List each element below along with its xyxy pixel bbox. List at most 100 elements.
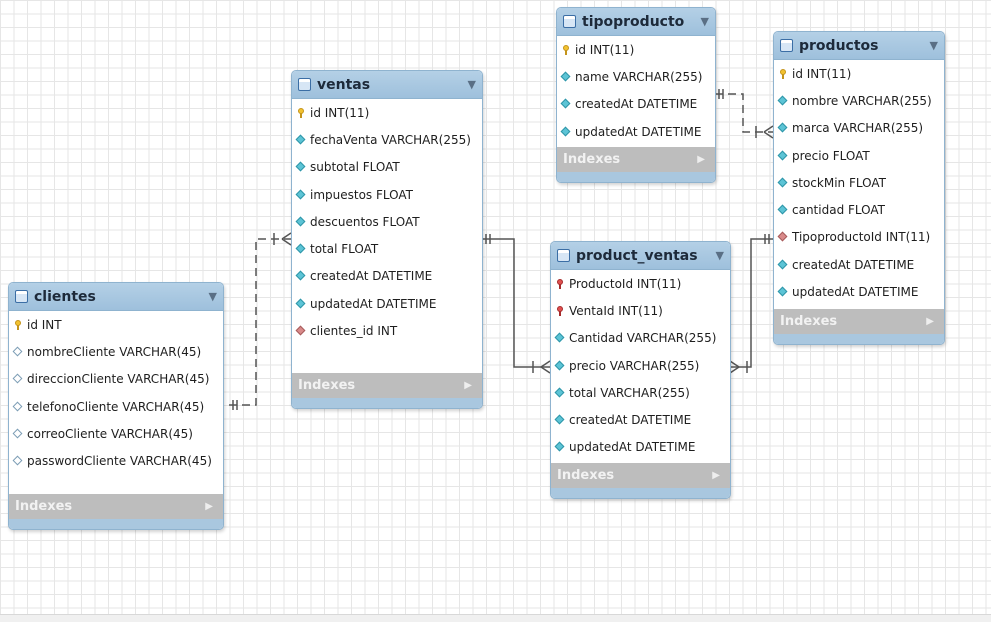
table-header-product-ventas[interactable]: product_ventas ▼ (551, 242, 730, 270)
column-label: id INT (27, 317, 62, 332)
table-name: ventas (317, 76, 371, 93)
indexes-section: Indexes ▶ (551, 463, 730, 498)
column-row[interactable]: id INT(11) (557, 36, 715, 63)
table-clientes[interactable]: clientes ▼ id INT nombreCliente VARCHAR(… (8, 282, 224, 530)
not-null-column-icon (561, 99, 571, 109)
not-null-column-icon (778, 205, 788, 215)
column-row[interactable]: total VARCHAR(255) (551, 379, 730, 406)
primary-key-icon (561, 44, 571, 55)
not-null-column-icon (296, 135, 306, 145)
canvas-bottom-edge (0, 614, 991, 622)
column-row[interactable]: marca VARCHAR(255) (774, 115, 944, 142)
not-null-column-icon (778, 151, 788, 161)
not-null-column-icon (296, 190, 306, 200)
column-row[interactable]: VentaId INT(11) (551, 297, 730, 324)
column-label: createdAt DATETIME (792, 257, 915, 272)
not-null-column-icon (555, 361, 565, 371)
column-row[interactable]: cantidad FLOAT (774, 196, 944, 223)
column-row[interactable]: createdAt DATETIME (557, 91, 715, 118)
indexes-label: Indexes (298, 378, 356, 393)
column-label: correoCliente VARCHAR(45) (27, 426, 193, 441)
not-null-column-icon (778, 178, 788, 188)
nullable-column-icon (13, 429, 23, 439)
column-row[interactable]: TipoproductoId INT(11) (774, 224, 944, 251)
column-row[interactable]: nombreCliente VARCHAR(45) (9, 338, 223, 365)
not-null-column-icon (561, 72, 571, 82)
table-header-productos[interactable]: productos ▼ (774, 32, 944, 60)
table-productos[interactable]: productos ▼ id INT(11) nombre VARCHAR(25… (773, 31, 945, 345)
nullable-column-icon (13, 374, 23, 384)
column-row[interactable]: correoCliente VARCHAR(45) (9, 420, 223, 447)
expand-arrow-icon: ▶ (464, 380, 472, 391)
column-label: stockMin FLOAT (792, 175, 886, 190)
column-row[interactable]: id INT(11) (292, 99, 482, 126)
column-row[interactable]: id INT(11) (774, 60, 944, 87)
not-null-column-icon (778, 123, 788, 133)
column-label: updatedAt DATETIME (575, 124, 702, 139)
column-label: precio VARCHAR(255) (569, 358, 700, 373)
not-null-column-icon (296, 299, 306, 309)
indexes-toggle[interactable]: Indexes ▶ (292, 373, 482, 398)
column-label: total VARCHAR(255) (569, 385, 690, 400)
collapse-arrow-icon[interactable]: ▼ (208, 290, 217, 303)
column-row[interactable]: fechaVenta VARCHAR(255) (292, 126, 482, 153)
column-label: ProductoId INT(11) (569, 276, 682, 291)
column-row[interactable]: stockMin FLOAT (774, 169, 944, 196)
column-label: impuestos FLOAT (310, 187, 413, 202)
column-row[interactable]: updatedAt DATETIME (551, 434, 730, 461)
indexes-toggle[interactable]: Indexes ▶ (774, 309, 944, 334)
table-header-clientes[interactable]: clientes ▼ (9, 283, 223, 311)
indexes-toggle[interactable]: Indexes ▶ (551, 463, 730, 488)
collapse-arrow-icon[interactable]: ▼ (715, 249, 724, 262)
column-row[interactable]: passwordCliente VARCHAR(45) (9, 447, 223, 474)
column-row[interactable]: updatedAt DATETIME (292, 290, 482, 317)
column-label: id INT(11) (310, 105, 370, 120)
column-row[interactable]: nombre VARCHAR(255) (774, 87, 944, 114)
table-icon (780, 39, 793, 52)
indexes-toggle[interactable]: Indexes ▶ (9, 494, 223, 519)
collapse-arrow-icon[interactable]: ▼ (929, 39, 938, 52)
column-row[interactable]: name VARCHAR(255) (557, 63, 715, 90)
table-product-ventas[interactable]: product_ventas ▼ ProductoId INT(11) Vent… (550, 241, 731, 499)
not-null-column-icon (555, 388, 565, 398)
column-row[interactable]: updatedAt DATETIME (774, 278, 944, 305)
column-label: id INT(11) (792, 66, 852, 81)
column-row[interactable]: impuestos FLOAT (292, 181, 482, 208)
table-ventas[interactable]: ventas ▼ id INT(11) fechaVenta VARCHAR(2… (291, 70, 483, 409)
primary-key-icon (13, 319, 23, 330)
column-row[interactable]: precio VARCHAR(255) (551, 352, 730, 379)
column-row[interactable]: descuentos FLOAT (292, 208, 482, 235)
not-null-column-icon (296, 217, 306, 227)
column-row[interactable]: createdAt DATETIME (774, 251, 944, 278)
indexes-label: Indexes (563, 152, 621, 167)
collapse-arrow-icon[interactable]: ▼ (700, 15, 709, 28)
column-row[interactable]: subtotal FLOAT (292, 154, 482, 181)
table-tipoproducto[interactable]: tipoproducto ▼ id INT(11) name VARCHAR(2… (556, 7, 716, 183)
column-row[interactable]: telefonoCliente VARCHAR(45) (9, 393, 223, 420)
not-null-column-icon (296, 162, 306, 172)
column-label: fechaVenta VARCHAR(255) (310, 132, 471, 147)
column-row[interactable]: direccionCliente VARCHAR(45) (9, 366, 223, 393)
column-row[interactable]: createdAt DATETIME (551, 406, 730, 433)
column-label: nombre VARCHAR(255) (792, 93, 932, 108)
column-row[interactable]: id INT (9, 311, 223, 338)
indexes-toggle[interactable]: Indexes ▶ (557, 147, 715, 172)
table-header-ventas[interactable]: ventas ▼ (292, 71, 482, 99)
indexes-label: Indexes (15, 499, 73, 514)
column-row[interactable]: clientes_id INT (292, 317, 482, 344)
column-label: VentaId INT(11) (569, 303, 663, 318)
table-header-tipoproducto[interactable]: tipoproducto ▼ (557, 8, 715, 36)
column-row[interactable]: ProductoId INT(11) (551, 270, 730, 297)
table-icon (15, 290, 28, 303)
column-row[interactable]: updatedAt DATETIME (557, 118, 715, 145)
column-row[interactable]: total FLOAT (292, 235, 482, 262)
column-label: createdAt DATETIME (310, 269, 433, 284)
expand-arrow-icon: ▶ (926, 316, 934, 327)
collapse-arrow-icon[interactable]: ▼ (467, 78, 476, 91)
column-row[interactable]: Cantidad VARCHAR(255) (551, 325, 730, 352)
column-label: updatedAt DATETIME (792, 285, 919, 300)
column-row[interactable]: createdAt DATETIME (292, 263, 482, 290)
not-null-column-icon (778, 287, 788, 297)
nullable-column-icon (13, 456, 23, 466)
column-row[interactable]: precio FLOAT (774, 142, 944, 169)
